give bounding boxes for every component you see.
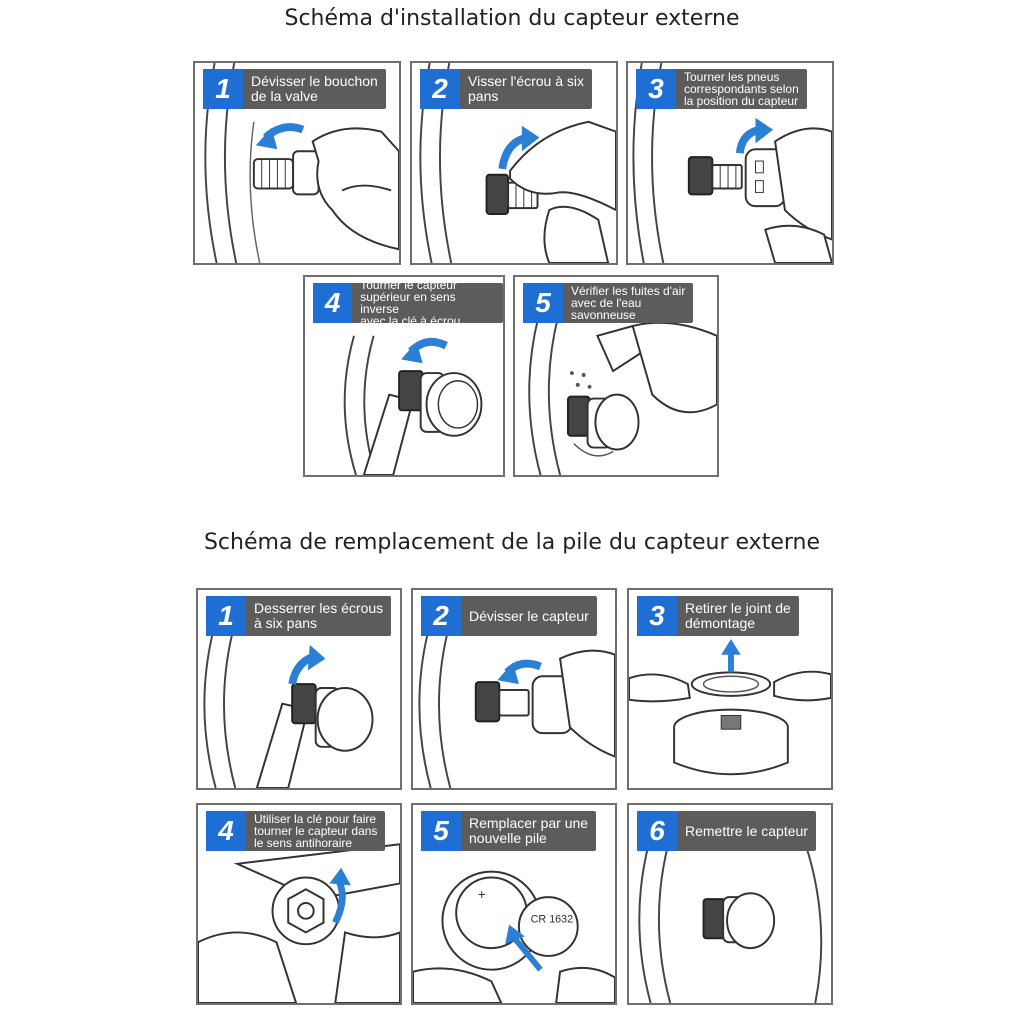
sensor-refit-illustration [638,843,823,1003]
step-text: Dévisser le capteur [469,607,589,624]
wrench-tighten-illustration [343,335,483,475]
step-number: 3 [636,69,676,109]
step-text: Visser l'écrou à six pans [468,73,585,104]
hex-nut-screw-illustration [419,63,616,263]
battery-step-4-label: 4 Utiliser la clé pour faire tourner le … [206,811,386,851]
install-step-1-label: 1 Dévisser le bouchon de la valve [203,69,386,109]
wrench-rotate-illustration [198,843,400,1003]
battery-replace-illustration: + CR 1632 [413,870,615,1003]
sensor-mount-illustration [632,63,832,263]
step-text: Desserrer les écrous à six pans [254,600,384,631]
step-text: Tourner le capteur supérieur en sens inv… [360,278,461,328]
battery-step-3-label: 3 Retirer le joint de démontage [637,596,799,636]
step-number: 1 [206,596,246,636]
step-number: 1 [203,69,243,109]
sensor-unscrew-illustration [418,628,615,788]
step-number: 3 [637,596,677,636]
battery-step-6-panel: 6 Remettre le capteur [627,803,833,1005]
seal-remove-illustration [629,639,831,776]
install-step-3-label: 3 Tourner les pneus correspondants selon… [636,69,807,109]
battery-step-4-panel: 4 Utiliser la clé pour faire tourner le … [196,803,402,1005]
battery-step-5-label: 5 Remplacer par une nouvelle pile [421,811,597,851]
battery-step-2-label: 2 Dévisser le capteur [421,596,597,636]
valve-cap-unscrew-illustration [204,63,399,263]
install-step-3-panel: 3 Tourner les pneus correspondants selon… [626,61,834,265]
step-number: 5 [421,811,461,851]
install-step-2-label: 2 Visser l'écrou à six pans [420,69,593,109]
install-step-4-label: 4 Tourner le capteur supérieur en sens i… [313,278,503,328]
install-step-1-panel: 1 Dévisser le bouchon de la valve [193,61,401,265]
step-number: 2 [420,69,460,109]
install-step-2-panel: 2 Visser l'écrou à six pans [410,61,618,265]
install-step-5-panel: 5 Vérifier les fuites d'air avec de l'ea… [513,275,719,477]
battery-step-5-panel: + CR 1632 5 Remplacer par une nouvelle p… [411,803,617,1005]
installation-title: Schéma d'installation du capteur externe [284,6,740,31]
step-number: 4 [313,283,353,323]
battery-step-3-panel: 3 Retirer le joint de démontage [627,588,833,790]
install-step-5-label: 5 Vérifier les fuites d'air avec de l'ea… [523,283,694,323]
step-text: Retirer le joint de démontage [685,600,791,631]
battery-step-1-panel: 1 Desserrer les écrous à six pans [196,588,402,790]
battery-step-2-panel: 2 Dévisser le capteur [411,588,617,790]
step-text: Remettre le capteur [685,822,808,839]
spray-bottle-illustration [528,315,717,475]
step-number: 5 [523,283,563,323]
step-text: Dévisser le bouchon de la valve [251,73,378,104]
battery-step-1-label: 1 Desserrer les écrous à six pans [206,596,392,636]
install-step-4-panel: 4 Tourner le capteur supérieur en sens i… [303,275,505,477]
battery-text: CR 1632 [531,914,574,926]
step-text: Vérifier les fuites d'air avec de l'eau … [571,284,686,322]
battery-title: Schéma de remplacement de la pile du cap… [203,530,821,555]
battery-step-6-label: 6 Remettre le capteur [637,811,816,851]
step-number: 4 [206,811,246,851]
svg-text:+: + [478,887,486,902]
step-number: 2 [421,596,461,636]
wrench-loosen-illustration [203,628,374,788]
step-number: 6 [637,811,677,851]
step-text: Utiliser la clé pour faire tourner le ca… [254,812,378,850]
step-text: Tourner les pneus correspondants selon l… [684,70,799,108]
step-text: Remplacer par une nouvelle pile [469,815,589,846]
